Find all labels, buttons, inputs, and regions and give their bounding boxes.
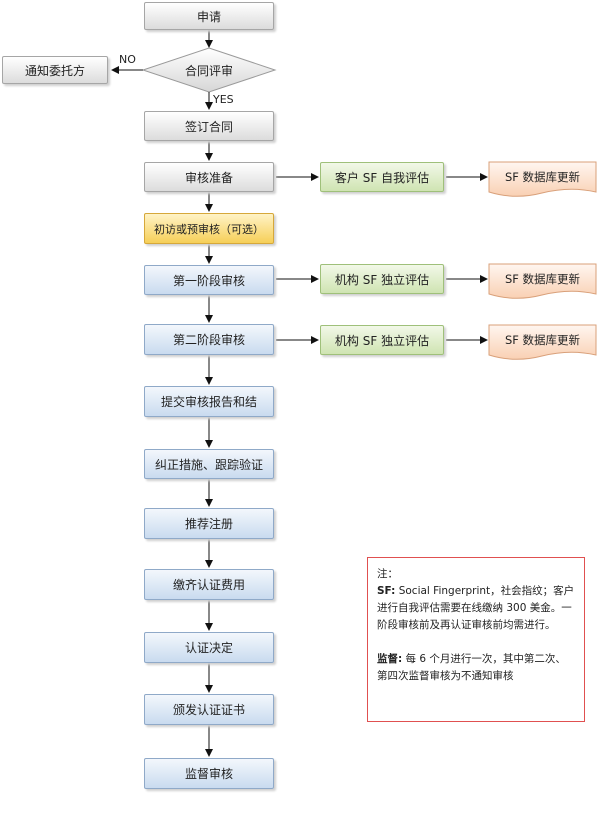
- side-db-update-2-label: SF 数据库更新: [504, 272, 581, 286]
- side-institution-eval-1-label: 机构 SF 独立评估: [334, 272, 430, 287]
- step-apply-label: 申请: [196, 9, 221, 24]
- step-corrective-action-label: 纠正措施、跟踪验证: [154, 457, 263, 472]
- step-initial-visit: 初访或预审核（可选）: [144, 213, 274, 244]
- step-notify-client: 通知委托方: [2, 56, 108, 84]
- note-surveillance-paragraph: 监督: 每 6 个月进行一次，其中第二次、第四次监督审核为不通知审核: [377, 651, 575, 685]
- step-apply: 申请: [144, 2, 274, 30]
- step-stage2-audit-label: 第二阶段审核: [172, 333, 245, 347]
- step-issue-certificate-label: 颁发认证证书: [172, 703, 245, 717]
- note-surveillance-label: 监督:: [377, 653, 403, 665]
- db-update-doc-3: [488, 324, 597, 360]
- side-db-update-3-label: SF 数据库更新: [504, 333, 581, 347]
- step-audit-prep-label: 审核准备: [184, 170, 233, 185]
- side-institution-eval-2-label: 机构 SF 独立评估: [334, 333, 430, 348]
- side-client-self-eval: 客户 SF 自我评估: [320, 162, 444, 192]
- side-institution-eval-2: 机构 SF 独立评估: [320, 325, 444, 355]
- side-client-self-eval-label: 客户 SF 自我评估: [334, 170, 430, 185]
- note-title: 注：: [377, 568, 398, 580]
- step-surveillance-audit: 监督审核: [144, 758, 274, 789]
- db-update-doc-2: [488, 263, 597, 299]
- note-surveillance-text: 每 6 个月进行一次，其中第二次、第四次监督审核为不通知审核: [377, 653, 566, 682]
- step-recommend-registration: 推荐注册: [144, 508, 274, 539]
- step-pay-fee: 缴齐认证费用: [144, 569, 274, 600]
- note-sf-label: SF:: [377, 585, 396, 597]
- step-surveillance-audit-label: 监督审核: [184, 767, 233, 781]
- note-box: 注： SF: Social Fingerprint，社会指纹；客户进行自我评估需…: [367, 557, 585, 722]
- step-corrective-action: 纠正措施、跟踪验证: [144, 449, 274, 479]
- side-db-update-1-label: SF 数据库更新: [504, 170, 581, 184]
- step-stage1-audit-label: 第一阶段审核: [172, 273, 245, 288]
- step-initial-visit-label: 初访或预审核（可选）: [154, 222, 264, 236]
- step-recommend-registration-label: 推荐注册: [184, 517, 233, 531]
- contract-review-label: 合同评审: [184, 63, 233, 78]
- side-institution-eval-1: 机构 SF 独立评估: [320, 264, 444, 294]
- db-update-doc-1: [488, 161, 597, 197]
- no-label: NO: [119, 53, 136, 66]
- step-stage2-audit: 第二阶段审核: [144, 324, 274, 355]
- step-certification-decision-label: 认证决定: [184, 641, 233, 655]
- note-sf-text: Social Fingerprint，社会指纹；客户进行自我评估需要在线缴纳 3…: [377, 585, 575, 631]
- step-certification-decision: 认证决定: [144, 632, 274, 663]
- step-sign-contract-label: 签订合同: [184, 119, 233, 134]
- step-notify-client-label: 通知委托方: [24, 63, 85, 78]
- yes-label: YES: [213, 93, 234, 106]
- step-audit-prep: 审核准备: [144, 162, 274, 192]
- note-sf-paragraph: SF: Social Fingerprint，社会指纹；客户进行自我评估需要在线…: [377, 583, 575, 634]
- step-pay-fee-label: 缴齐认证费用: [172, 578, 245, 592]
- step-submit-report-label: 提交审核报告和结: [160, 395, 257, 409]
- step-sign-contract: 签订合同: [144, 111, 274, 141]
- step-submit-report: 提交审核报告和结: [144, 386, 274, 417]
- step-issue-certificate: 颁发认证证书: [144, 694, 274, 725]
- step-stage1-audit: 第一阶段审核: [144, 265, 274, 295]
